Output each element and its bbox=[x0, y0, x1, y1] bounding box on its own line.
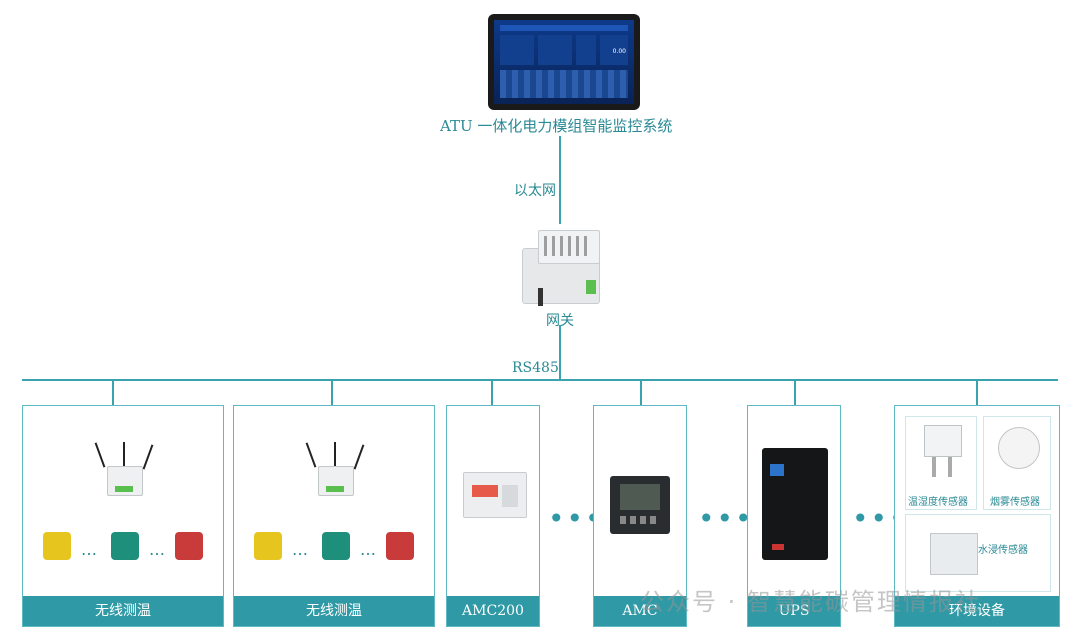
sensor-ellipsis: … bbox=[81, 540, 97, 559]
device-ellipsis: ••• bbox=[548, 502, 604, 535]
ethernet-label: 以太网 bbox=[514, 183, 556, 199]
screen-reading: 0.00 bbox=[612, 48, 626, 55]
ups-tower-icon bbox=[762, 448, 828, 560]
drop-5 bbox=[794, 381, 796, 405]
device-card-wireless-temp-1: … … 无线测温 bbox=[22, 405, 224, 627]
monitor: 0.00 bbox=[488, 14, 640, 110]
bus-label: RS485 bbox=[512, 360, 559, 376]
device-label: UPS bbox=[748, 596, 840, 626]
sensor-ellipsis: … bbox=[149, 540, 165, 559]
smoke-sensor-icon bbox=[998, 427, 1040, 469]
monitor-screen: 0.00 bbox=[494, 20, 634, 104]
drop-2 bbox=[331, 381, 333, 405]
sensor-yellow-icon bbox=[43, 532, 71, 560]
smoke-sensor-box: 烟雾传感器 bbox=[983, 416, 1051, 510]
ethernet-line bbox=[559, 136, 561, 224]
gateway-device bbox=[520, 228, 600, 306]
water-sensor-box: 水浸传感器 bbox=[905, 514, 1051, 592]
sensor-teal-icon bbox=[111, 532, 139, 560]
device-card-environment: 温湿度传感器 烟雾传感器 水浸传感器 环境设备 bbox=[894, 405, 1060, 627]
water-sensor-icon bbox=[930, 533, 978, 575]
sensor-yellow-icon bbox=[254, 532, 282, 560]
sensor-red-icon bbox=[386, 532, 414, 560]
temp-humidity-label: 温湿度传感器 bbox=[908, 497, 968, 508]
sensor-teal-icon bbox=[322, 532, 350, 560]
amc-meter-icon bbox=[610, 476, 670, 534]
antenna-receiver-icon bbox=[300, 442, 370, 498]
system-label: ATU 一体化电力模组智能监控系统 bbox=[440, 117, 673, 135]
watermark: 公众号 · 智慧能碳管理情报社 bbox=[640, 588, 981, 616]
temp-humidity-sensor-icon bbox=[924, 425, 962, 457]
smoke-label: 烟雾传感器 bbox=[990, 497, 1040, 508]
device-label: 无线测温 bbox=[234, 596, 434, 626]
device-card-amc: AMC bbox=[593, 405, 687, 627]
device-card-ups: UPS bbox=[747, 405, 841, 627]
device-label: AMC200 bbox=[447, 596, 539, 626]
drop-4 bbox=[640, 381, 642, 405]
gateway-label: 网关 bbox=[546, 313, 574, 329]
device-label: AMC bbox=[594, 596, 686, 626]
gateway-line bbox=[559, 325, 561, 379]
device-card-wireless-temp-2: … … 无线测温 bbox=[233, 405, 435, 627]
temp-humidity-sensor-box: 温湿度传感器 bbox=[905, 416, 977, 510]
drop-1 bbox=[112, 381, 114, 405]
device-label: 无线测温 bbox=[23, 596, 223, 626]
device-card-amc200: AMC200 bbox=[446, 405, 540, 627]
amc200-meter-icon bbox=[463, 472, 527, 518]
sensor-red-icon bbox=[175, 532, 203, 560]
rs485-bus bbox=[22, 379, 1058, 381]
sensor-ellipsis: … bbox=[360, 540, 376, 559]
drop-3 bbox=[491, 381, 493, 405]
antenna-receiver-icon bbox=[89, 442, 159, 498]
water-label: 水浸传感器 bbox=[978, 545, 1028, 556]
drop-6 bbox=[976, 381, 978, 405]
sensor-ellipsis: … bbox=[292, 540, 308, 559]
device-ellipsis: ••• bbox=[698, 502, 754, 535]
device-label: 环境设备 bbox=[895, 596, 1059, 626]
